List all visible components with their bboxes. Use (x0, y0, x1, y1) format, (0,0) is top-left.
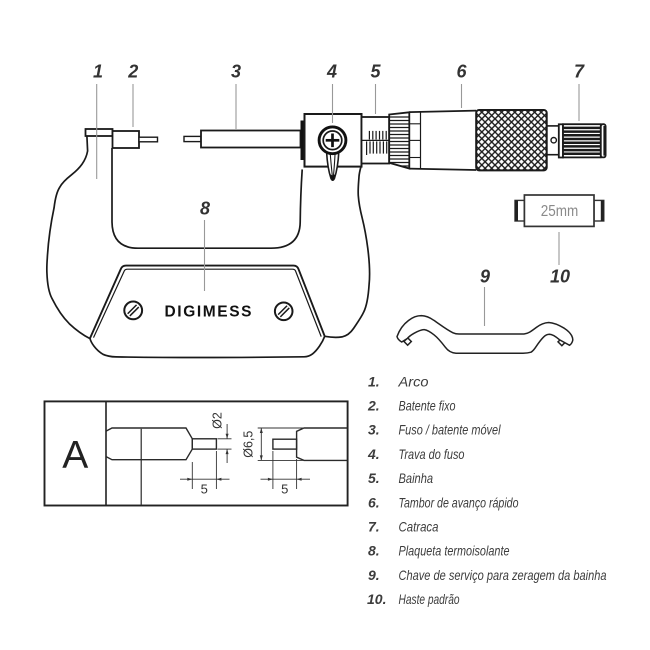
svg-text:1: 1 (93, 62, 103, 82)
svg-text:6: 6 (456, 62, 467, 82)
svg-text:3: 3 (231, 62, 241, 82)
svg-text:5: 5 (370, 62, 381, 82)
svg-text:A: A (62, 434, 88, 477)
svg-text:25mm: 25mm (541, 203, 579, 220)
svg-text:5.: 5. (368, 470, 380, 486)
svg-text:Tambor de avanço rápido: Tambor de avanço rápido (399, 494, 519, 510)
svg-text:4: 4 (326, 62, 337, 82)
svg-text:Haste padrão: Haste padrão (399, 591, 460, 607)
svg-text:5: 5 (201, 482, 208, 497)
svg-text:DIGIMESS: DIGIMESS (165, 303, 254, 320)
svg-text:Bainha: Bainha (399, 470, 434, 486)
svg-text:7.: 7. (368, 519, 380, 535)
svg-text:Arco: Arco (397, 373, 428, 389)
svg-text:Chave de serviço para zeragem: Chave de serviço para zeragem da bainha (399, 567, 607, 583)
svg-text:4.: 4. (367, 446, 380, 462)
svg-text:Ø6,5: Ø6,5 (241, 431, 255, 458)
svg-text:1.: 1. (368, 373, 380, 389)
svg-text:Trava do fuso: Trava do fuso (399, 446, 465, 462)
svg-text:8.: 8. (368, 543, 380, 559)
svg-text:3.: 3. (368, 422, 380, 438)
svg-text:Ø2: Ø2 (211, 412, 225, 429)
svg-text:Fuso / batente móvel: Fuso / batente móvel (399, 422, 502, 438)
svg-text:10.: 10. (367, 591, 386, 607)
svg-text:Plaqueta termoisolante: Plaqueta termoisolante (399, 543, 510, 559)
svg-text:2.: 2. (367, 398, 380, 414)
svg-text:10: 10 (550, 267, 570, 287)
svg-text:9.: 9. (368, 567, 380, 583)
svg-text:Batente fixo: Batente fixo (399, 398, 456, 414)
svg-text:2: 2 (127, 62, 138, 82)
svg-text:6.: 6. (368, 494, 380, 510)
svg-text:7: 7 (574, 62, 585, 82)
svg-text:9: 9 (480, 267, 490, 287)
svg-text:5: 5 (281, 482, 288, 497)
svg-text:8: 8 (200, 199, 210, 219)
svg-text:Catraca: Catraca (399, 519, 439, 535)
